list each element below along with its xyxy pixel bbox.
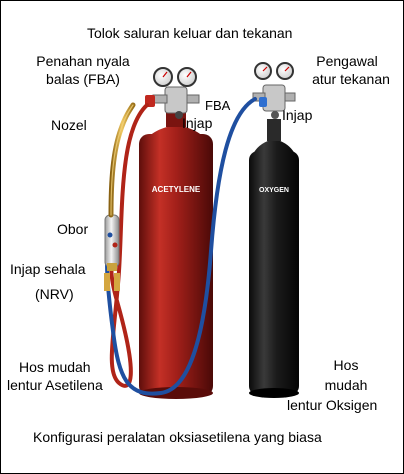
figure-caption: Konfigurasi peralatan oksiasetilena yang…: [33, 429, 322, 445]
oxygen-regulator: [252, 84, 296, 112]
check-valves: [104, 273, 120, 291]
oxygen-gauge-left: [254, 62, 272, 80]
valve-label-oxygen: Injap: [282, 107, 313, 123]
valve-label-acetylene: Injap: [182, 115, 213, 131]
outlet-gauge-label: Tolok saluran keluar dan tekanan: [87, 25, 293, 41]
regulator-label-line1: Pengawal: [316, 53, 378, 69]
flashback-arrestor-label-line2: balas (FBA): [46, 71, 120, 87]
torch-label: Obor: [57, 221, 89, 237]
nozzle-label: Nozel: [51, 117, 87, 133]
fba-label: FBA: [205, 98, 231, 113]
acetylene-hose-label-line1: Hos mudah: [19, 359, 91, 375]
acetylene-regulator: [145, 86, 200, 114]
check-valve-label-line2: (NRV): [35, 286, 74, 302]
acetylene-gauge-right: [177, 67, 197, 87]
acetylene-valve-icon: [175, 111, 183, 119]
acetylene-hose-label-line2: lentur Asetilena: [7, 377, 103, 393]
oxygen-gauge-right: [276, 62, 294, 80]
torch: [104, 214, 120, 271]
oxygen-hose: [105, 97, 257, 396]
oxygen-hose-label-line2: mudah: [324, 377, 368, 393]
oxygen-cylinder-label: OXYGEN: [259, 187, 289, 194]
oxygen-cylinder: [249, 119, 299, 398]
acetylene-cylinder-label: ACETYLENE: [152, 185, 201, 194]
oxygen-valve-icon: [271, 111, 279, 119]
oxygen-hose-label-line1: Hos: [333, 357, 359, 373]
acetylene-gauge-left: [153, 67, 173, 87]
oxygen-hose-label-line3: lentur Oksigen: [287, 397, 378, 413]
flashback-arrestor-label-line1: Penahan nyala: [36, 53, 130, 69]
acetylene-hose: [109, 103, 149, 388]
regulator-label-line2: atur tekanan: [312, 71, 390, 87]
acetylene-cylinder: [139, 113, 213, 399]
check-valve-label-line1: Injap sehala: [10, 261, 86, 277]
